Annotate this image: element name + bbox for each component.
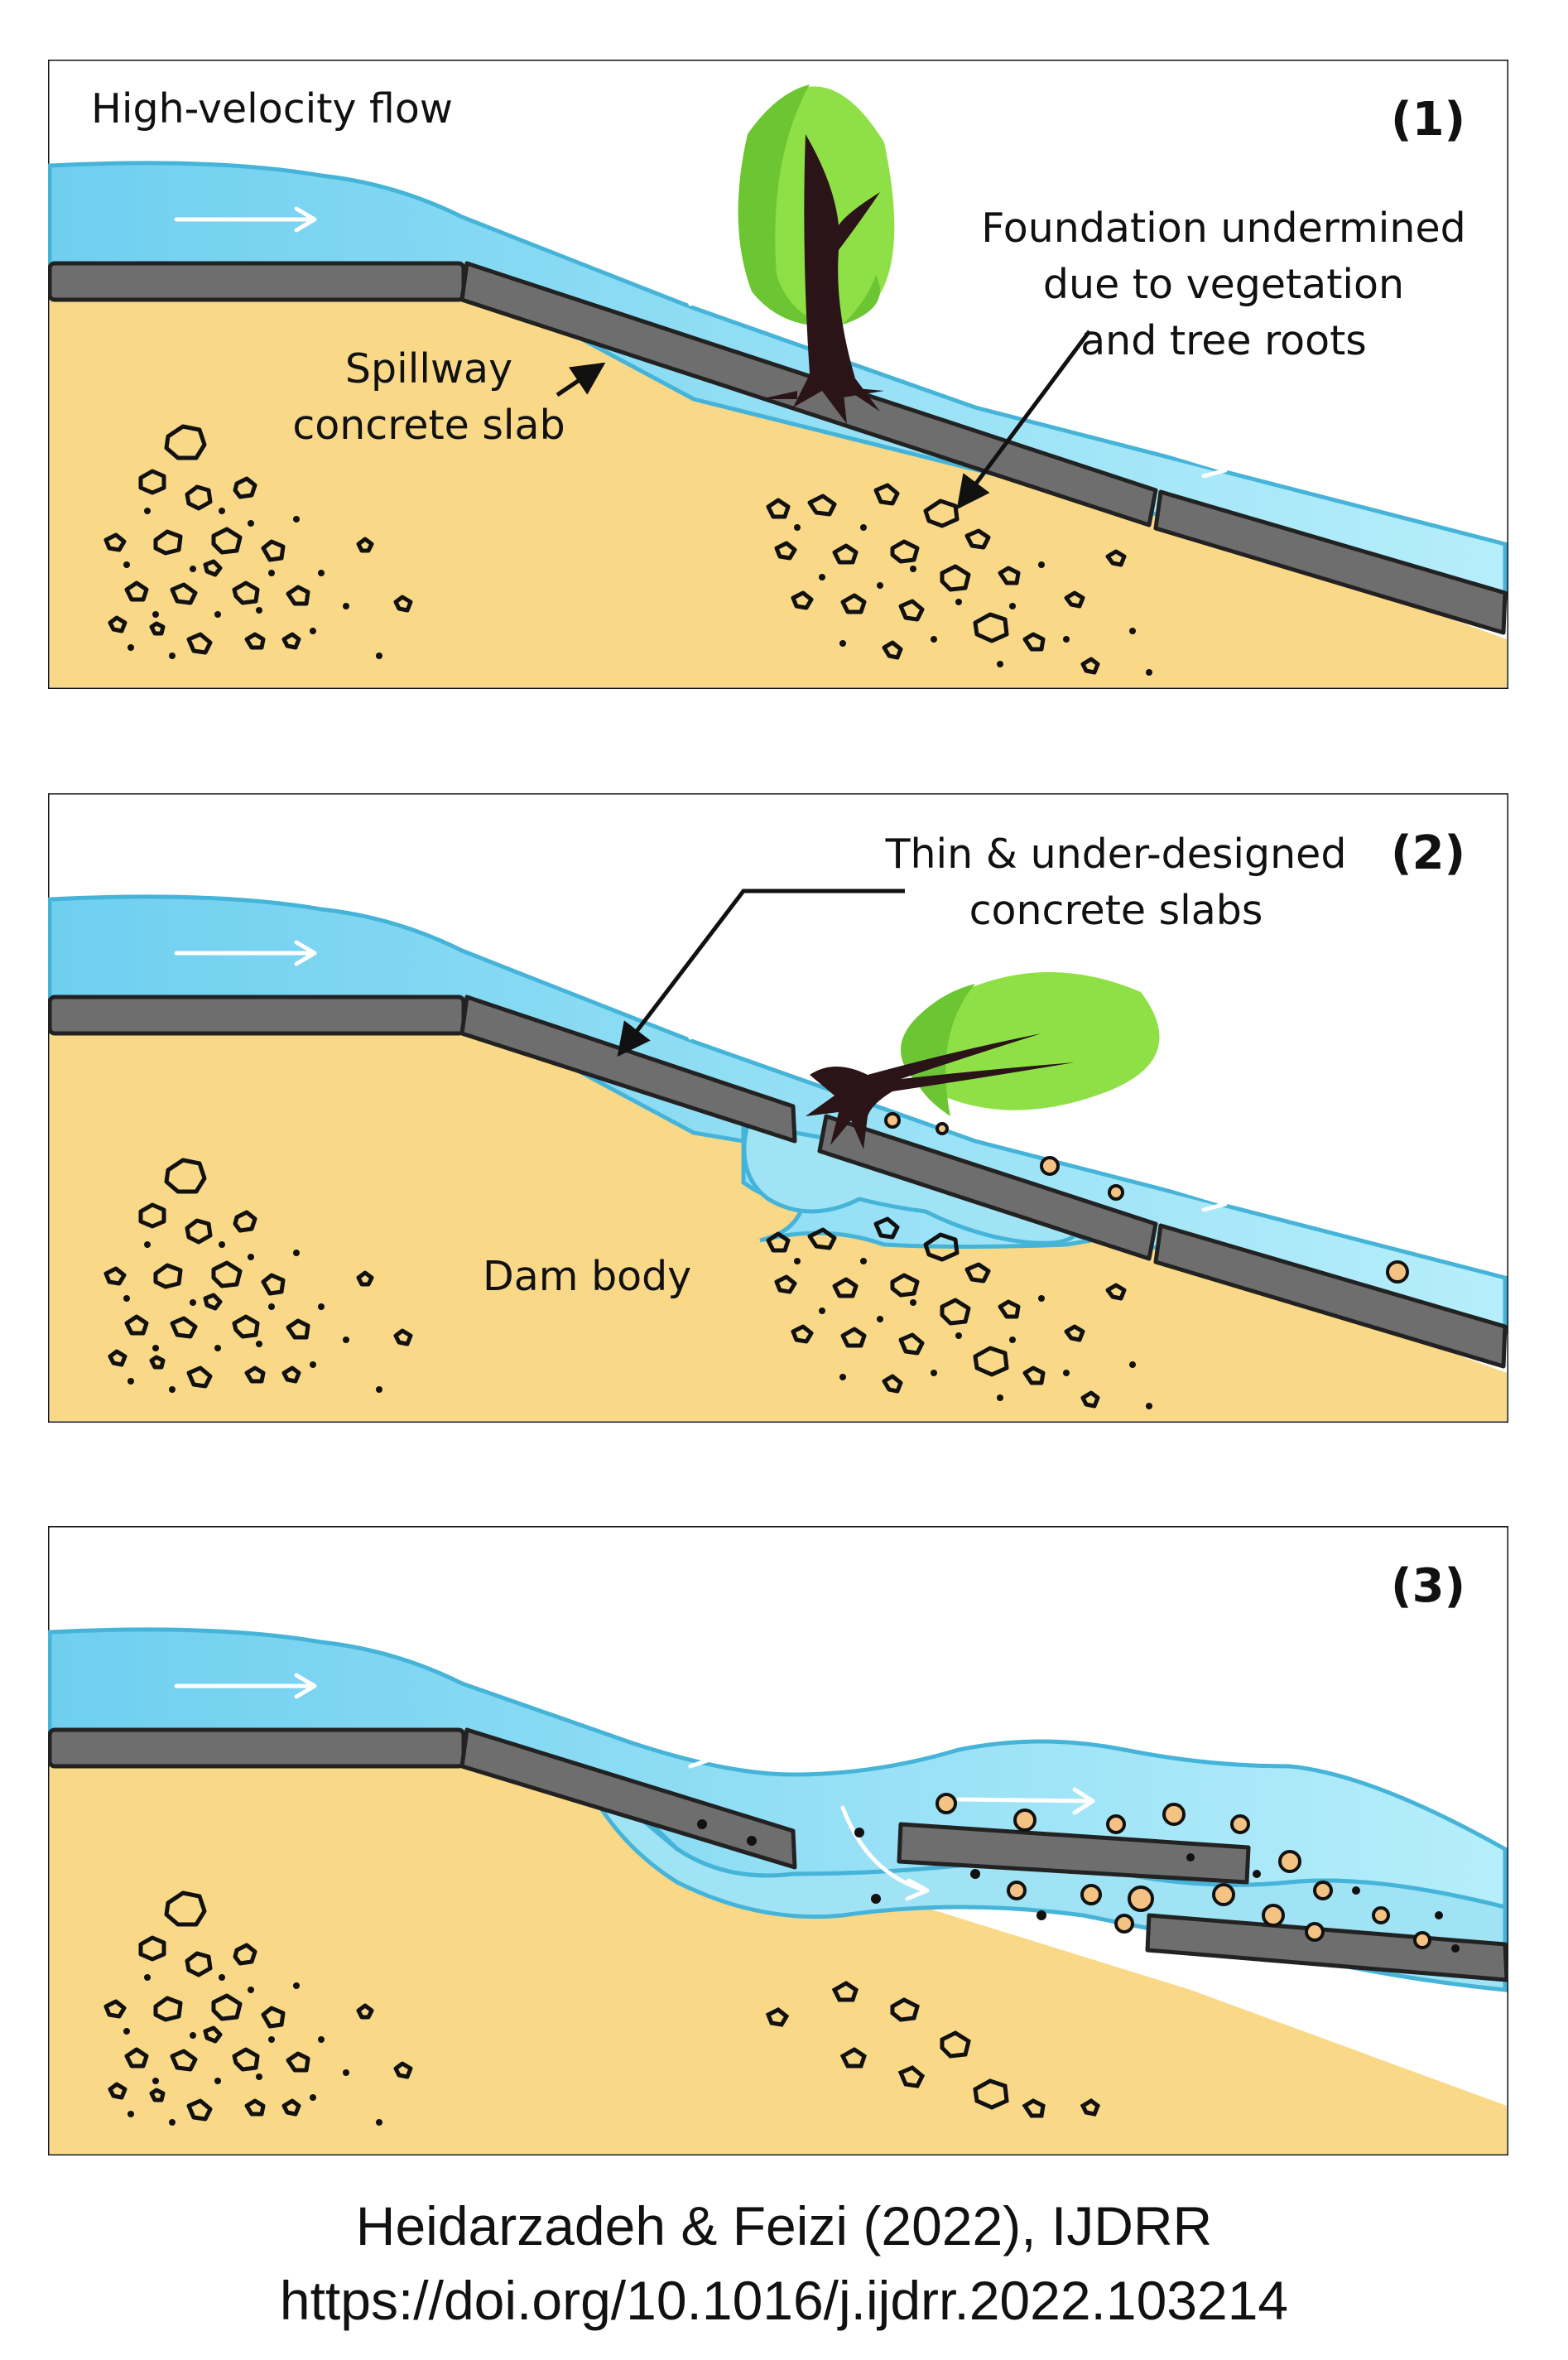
spillway-slabs <box>48 995 1508 1369</box>
flow-label: High-velocity flow <box>91 85 453 132</box>
debris-black <box>697 1819 1460 1953</box>
slab-pointer-arrow <box>556 362 606 397</box>
dam-body <box>50 1033 1507 1421</box>
spillway-slabs <box>48 1727 1508 1982</box>
panel-number: (2) <box>1391 826 1466 880</box>
thin-slab-pointer-arrow <box>617 889 905 1057</box>
flow-arrows <box>174 940 1228 1212</box>
panel-3: (3) <box>48 1526 1508 2155</box>
panel-2-drawing <box>48 793 1508 1423</box>
foundation-pointer-arrow <box>956 330 1092 510</box>
flow-arrows <box>174 206 1228 479</box>
foundation-label-line2: due to vegetation <box>1042 261 1405 308</box>
panel-3-drawing <box>48 1526 1508 2155</box>
panel-2: (2) Thin & under-designed concrete slabs… <box>48 793 1508 1423</box>
panel-1-drawing <box>48 60 1508 689</box>
thin-slab-label-line2: concrete slabs <box>969 887 1263 934</box>
tree <box>738 84 895 424</box>
flow-arrows <box>174 1673 1095 1901</box>
debris-orange <box>936 1793 1431 1949</box>
slab-label-line2: concrete slab <box>292 402 565 449</box>
foundation-label-line3: and tree roots <box>1080 317 1367 364</box>
fallen-tree <box>806 972 1160 1149</box>
dam-body-label: Dam body <box>483 1253 692 1300</box>
citation-doi: https://doi.org/10.1016/j.ijdrr.2022.103… <box>279 2270 1289 2331</box>
panel-number: (3) <box>1391 1559 1466 1613</box>
foundation-label-line1: Foundation undermined <box>981 205 1466 252</box>
dam-body <box>50 1766 1507 2154</box>
rocks-downstream <box>765 1981 1101 2118</box>
citation-line1: Heidarzadeh & Feizi (2022), IJDRR <box>355 2195 1213 2256</box>
dam-body <box>50 300 1507 687</box>
panel-number: (1) <box>1391 93 1466 147</box>
thin-slab-label-line1: Thin & under-designed <box>885 831 1347 878</box>
panel-1: High-velocity flow (1) Spillway concrete… <box>48 60 1508 689</box>
slab-label-line1: Spillway <box>344 345 513 393</box>
floating-debris <box>884 1112 1409 1284</box>
